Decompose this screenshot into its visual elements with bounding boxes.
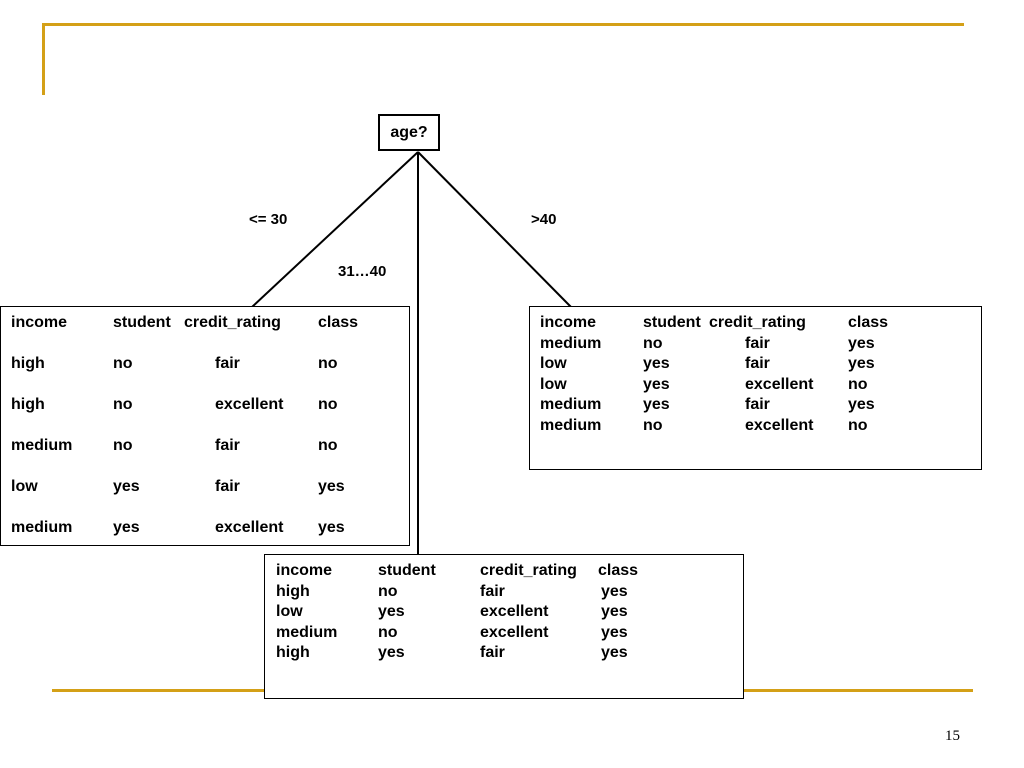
cell-credit-rating: excellent xyxy=(745,416,814,434)
table-middle: income student credit_rating class high … xyxy=(264,554,744,699)
table-right: income student credit_rating class mediu… xyxy=(529,306,982,470)
table-left: income student credit_rating class high … xyxy=(0,306,410,546)
cell-student: no xyxy=(378,582,398,600)
cell-income: low xyxy=(276,603,303,620)
cell-income: low xyxy=(11,478,38,495)
cell-student: yes xyxy=(378,644,405,661)
cell-student: yes xyxy=(643,375,670,393)
cell-income: low xyxy=(540,375,567,393)
root-node-label: age? xyxy=(390,123,428,141)
edge-left xyxy=(251,151,419,308)
cell-student: no xyxy=(113,396,133,413)
header-student: student xyxy=(643,314,701,331)
left-accent-line xyxy=(42,23,45,95)
cell-class: no xyxy=(318,355,338,372)
header-student: student xyxy=(113,314,171,331)
header-class: class xyxy=(848,314,889,331)
branch-label-right: >40 xyxy=(531,211,557,228)
cell-income: high xyxy=(276,582,310,600)
cell-class: no xyxy=(318,396,338,413)
header-income: income xyxy=(11,314,68,331)
cell-class: yes xyxy=(318,519,345,536)
cell-class: yes xyxy=(848,396,875,413)
cell-class: no xyxy=(318,437,338,454)
cell-student: no xyxy=(113,437,133,454)
edge-right xyxy=(417,151,572,308)
cell-student: yes xyxy=(643,396,670,413)
cell-income: low xyxy=(540,355,567,372)
cell-class: yes xyxy=(848,334,875,352)
cell-credit-rating: fair xyxy=(215,355,240,372)
header-income: income xyxy=(276,562,333,579)
cell-class: yes xyxy=(601,582,628,600)
cell-income: medium xyxy=(11,519,73,536)
header-credit-rating: credit_rating xyxy=(480,562,577,579)
header-income: income xyxy=(540,314,597,331)
cell-credit-rating: fair xyxy=(745,355,770,372)
cell-class: yes xyxy=(601,644,628,661)
cell-credit-rating: excellent xyxy=(215,396,284,413)
branch-label-middle: 31…40 xyxy=(338,263,387,280)
cell-credit-rating: fair xyxy=(480,582,505,600)
cell-credit-rating: fair xyxy=(215,437,240,454)
header-class: class xyxy=(318,314,359,331)
header-student: student xyxy=(378,562,436,579)
cell-income: high xyxy=(11,355,45,372)
cell-class: no xyxy=(848,416,868,434)
cell-student: no xyxy=(643,334,663,352)
cell-income: high xyxy=(11,396,45,413)
cell-class: yes xyxy=(601,603,628,620)
cell-student: yes xyxy=(113,519,140,536)
branch-label-left: <= 30 xyxy=(249,211,288,228)
cell-class: yes xyxy=(318,478,345,495)
cell-income: medium xyxy=(540,416,602,434)
cell-student: no xyxy=(643,416,663,434)
cell-credit-rating: fair xyxy=(480,644,505,661)
cell-credit-rating: fair xyxy=(745,396,770,413)
cell-income: medium xyxy=(276,623,338,641)
cell-class: no xyxy=(848,375,868,393)
cell-income: high xyxy=(276,644,310,661)
root-node: age? xyxy=(378,114,440,151)
cell-income: medium xyxy=(540,334,602,352)
top-accent-line xyxy=(42,23,964,26)
header-credit-rating: credit_rating xyxy=(709,314,806,331)
cell-student: yes xyxy=(113,478,140,495)
cell-credit-rating: excellent xyxy=(480,603,549,620)
header-credit-rating: credit_rating xyxy=(184,314,281,331)
cell-income: medium xyxy=(540,396,602,413)
cell-student: yes xyxy=(643,355,670,372)
cell-student: no xyxy=(378,623,398,641)
cell-credit-rating: fair xyxy=(215,478,240,495)
cell-credit-rating: fair xyxy=(745,334,770,352)
cell-credit-rating: excellent xyxy=(215,519,284,536)
cell-student: yes xyxy=(378,603,405,620)
cell-credit-rating: excellent xyxy=(745,375,814,393)
cell-class: yes xyxy=(601,623,628,641)
cell-student: no xyxy=(113,355,133,372)
cell-income: medium xyxy=(11,437,73,454)
cell-credit-rating: excellent xyxy=(480,623,549,641)
header-class: class xyxy=(598,562,639,579)
page-number: 15 xyxy=(945,728,960,744)
cell-class: yes xyxy=(848,355,875,372)
